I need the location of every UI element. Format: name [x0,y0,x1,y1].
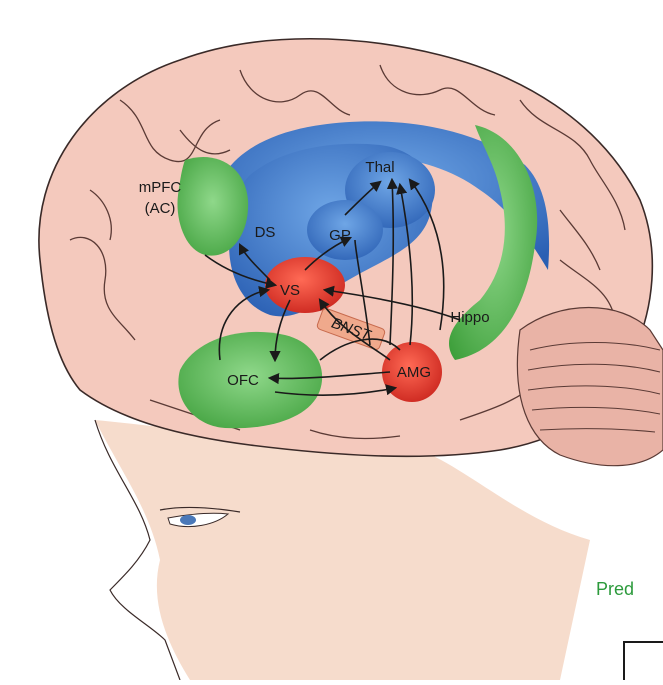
region-ventral-striatum [265,257,345,313]
label-thal: Thal [365,159,394,176]
label-mpfc: mPFC [139,179,182,196]
label-ds: DS [255,224,276,241]
face-profile [95,420,590,680]
label-gp: GP [329,227,351,244]
cerebellum [517,308,663,466]
cropped-heading: Pred [596,579,634,599]
eye-icon [180,515,196,525]
label-hippo: Hippo [450,309,489,326]
label-ofc: OFC [227,372,259,389]
label-amg: AMG [397,364,431,381]
label-vs: VS [280,282,300,299]
label-ac: (AC) [145,200,176,217]
cropped-box-corner [624,642,663,680]
